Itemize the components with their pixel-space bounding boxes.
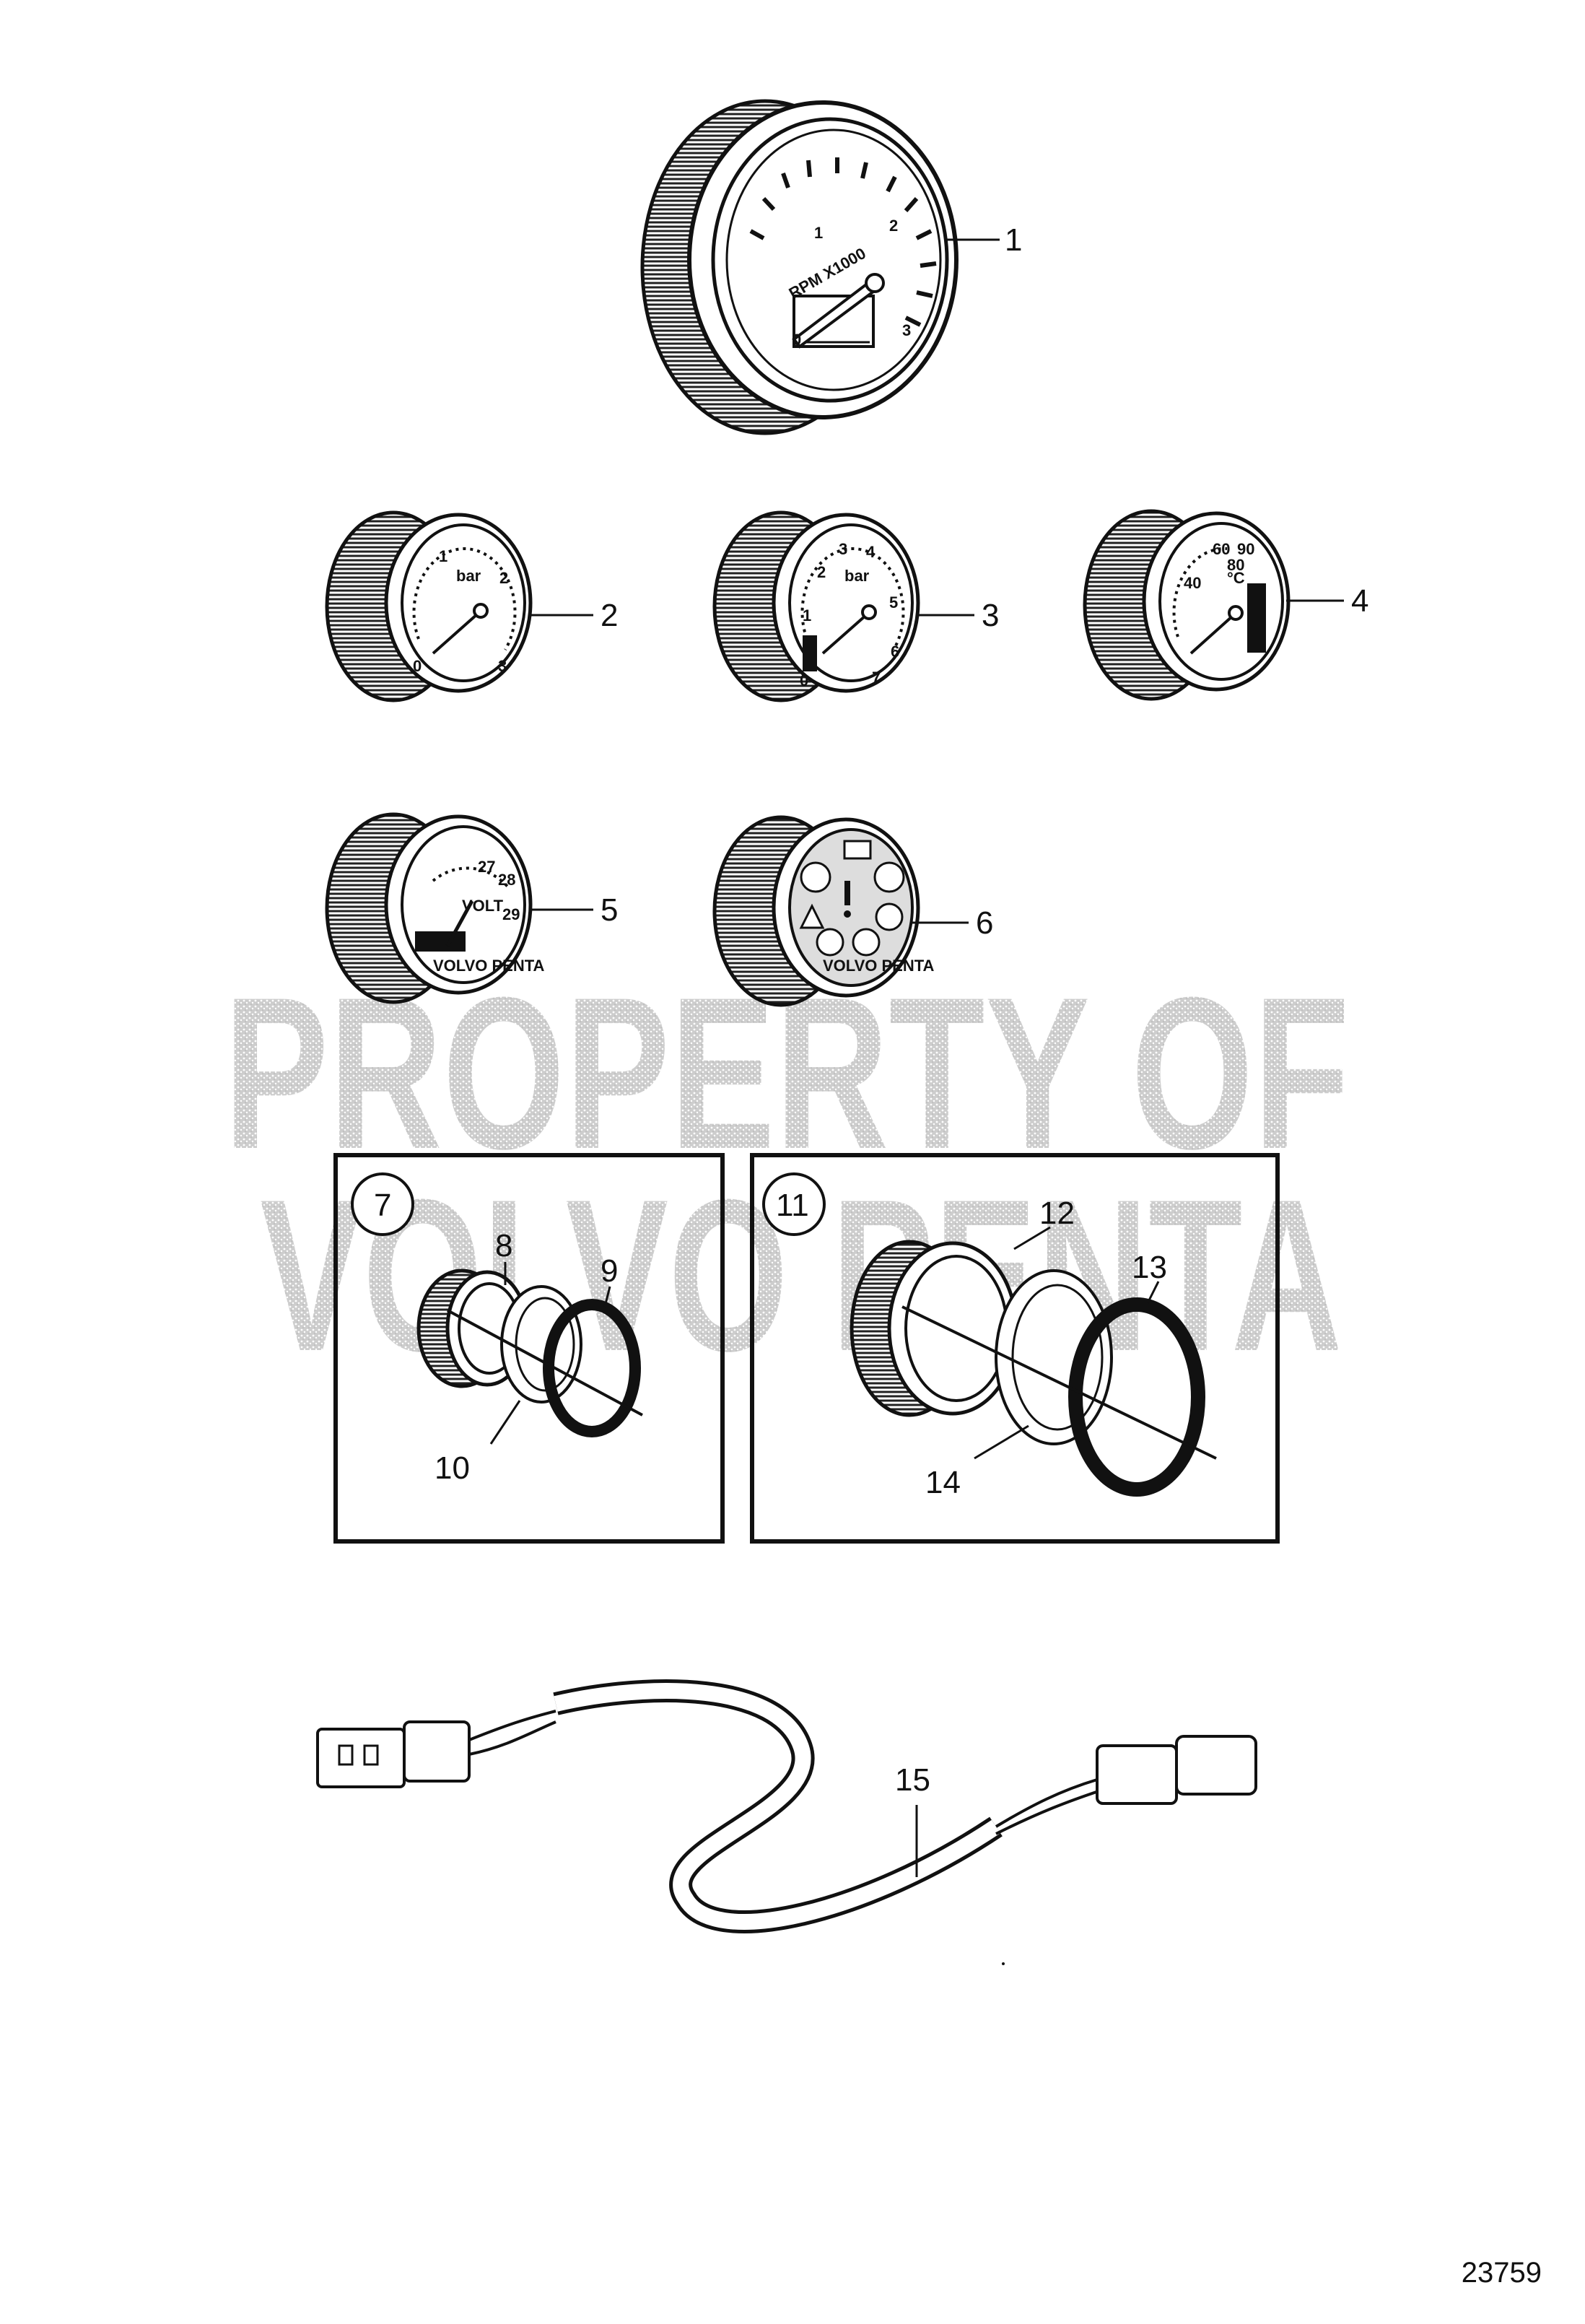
callout-5: 5 [601, 892, 618, 928]
gauge2-tick-0: 0 [413, 657, 422, 675]
gauge3-tick-3: 3 [839, 540, 847, 558]
callout-15: 15 [895, 1762, 930, 1798]
voltmeter-gauge: VOLT 27 28 29 VOLVO PENTA 5 [325, 812, 618, 1004]
tachometer-gauge: RPM X1000 0 1 2 3 1 [640, 99, 1022, 435]
callout-4: 4 [1351, 583, 1368, 619]
gauge3-tick-0: 0 [800, 671, 808, 689]
callout-13: 13 [1132, 1250, 1167, 1285]
callout-12: 12 [1039, 1196, 1075, 1231]
volt-tick-27: 27 [478, 858, 495, 876]
gauge2-tick-2: 2 [499, 569, 508, 587]
callout-9: 9 [601, 1253, 618, 1289]
callout-1: 1 [1005, 222, 1022, 258]
gauge2-unit: bar [456, 567, 481, 585]
callout-3: 3 [982, 598, 999, 633]
leader-line-9 [603, 1286, 611, 1307]
temp-unit: °C [1227, 569, 1245, 587]
leader-line-13 [1146, 1281, 1160, 1304]
kit-11-marker [762, 1172, 826, 1236]
gauge3-unit: bar [844, 567, 870, 585]
temp-tick-60: 60 [1213, 540, 1230, 558]
cable-harness: 15 [316, 1679, 1257, 1933]
callout-11: 11 [776, 1188, 809, 1223]
gauge3-tick-6: 6 [891, 643, 899, 661]
gauge3-tick-5: 5 [889, 593, 898, 612]
volt-brand: VOLVO PENTA [433, 957, 545, 975]
leader-line-12 [1013, 1226, 1051, 1250]
leader-line-10 [489, 1400, 521, 1445]
callout-10: 10 [435, 1450, 470, 1486]
gauge2-tick-3: 3 [498, 657, 507, 675]
volt-tick-29: 29 [502, 905, 520, 923]
callout-7: 7 [374, 1188, 391, 1223]
temperature-gauge: °C 40 60 80 90 4 [1083, 509, 1368, 701]
kit-7-box: 7 8 9 10 [333, 1153, 725, 1544]
gauge3-tick-2: 2 [817, 563, 826, 581]
gauge3-tick-4: 4 [866, 543, 876, 561]
tacho-tick-1: 1 [814, 224, 823, 242]
tacho-tick-2: 2 [889, 217, 898, 235]
kit-7-marker [351, 1172, 414, 1236]
callout-8: 8 [495, 1228, 512, 1263]
figure-number: 23759 [1461, 2257, 1542, 2289]
pressure-gauge-7bar: bar 0 1 2 3 4 5 6 7 3 [712, 510, 999, 702]
callout-2: 2 [601, 598, 618, 633]
gauge3-tick-1: 1 [803, 606, 811, 624]
volt-tick-28: 28 [498, 871, 515, 889]
temp-tick-80: 80 [1227, 556, 1244, 574]
callout-14: 14 [925, 1465, 961, 1500]
stray-dot [1002, 1962, 1005, 1965]
volt-label: VOLT [462, 897, 504, 915]
pressure-gauge-3bar: bar 0 1 2 3 2 [325, 510, 618, 702]
tacho-tick-0: 0 [792, 331, 801, 349]
tacho-tick-3: 3 [902, 321, 911, 339]
temp-tick-40: 40 [1184, 574, 1201, 592]
callout-6: 6 [976, 905, 993, 941]
temp-tick-90: 90 [1237, 540, 1254, 558]
display-brand: VOLVO PENTA [823, 957, 935, 975]
gauge2-tick-1: 1 [439, 547, 447, 565]
warning-display: VOLVO PENTA 6 [712, 815, 993, 1007]
leader-line-14 [974, 1424, 1029, 1460]
gauge3-tick-7: 7 [872, 669, 881, 687]
kit-11-box: 11 12 13 14 [750, 1153, 1280, 1544]
